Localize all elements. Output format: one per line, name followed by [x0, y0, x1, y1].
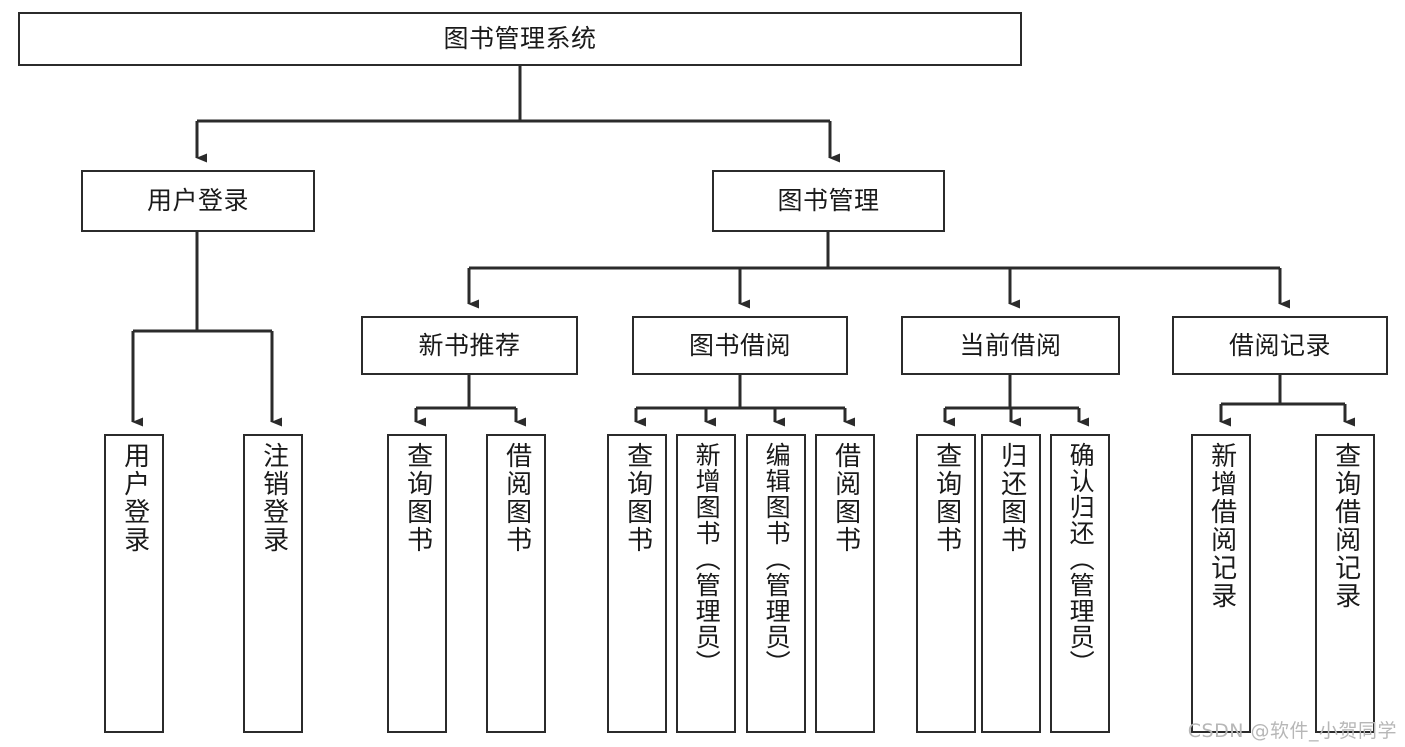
leaf-add-borrow-record[interactable]: 新增借阅记录 [1191, 434, 1251, 733]
node-book-manage[interactable]: 图书管理 [712, 170, 945, 232]
leaf-edit-book-admin-label: 编辑图书（管理员） [762, 442, 792, 676]
leaf-user-logout[interactable]: 注销登录 [243, 434, 303, 733]
node-root-system[interactable]: 图书管理系统 [18, 12, 1022, 66]
leaf-confirm-return-admin[interactable]: 确认归还（管理员） [1050, 434, 1110, 733]
node-user-login-label: 用户登录 [146, 186, 249, 215]
node-user-login[interactable]: 用户登录 [81, 170, 315, 232]
leaf-user-login-label: 用户登录 [119, 442, 150, 554]
leaf-query-book[interactable]: 查询图书 [607, 434, 667, 733]
node-root-label: 图书管理系统 [443, 24, 597, 53]
node-current-borrow[interactable]: 当前借阅 [901, 316, 1120, 375]
leaf-add-book-admin-label: 新增图书（管理员） [692, 442, 722, 676]
leaf-borrow-book-recommend[interactable]: 借阅图书 [486, 434, 546, 733]
leaf-query-book-label: 查询图书 [622, 442, 653, 554]
leaf-query-book-current[interactable]: 查询图书 [916, 434, 976, 733]
leaf-borrow-book[interactable]: 借阅图书 [815, 434, 875, 733]
leaf-return-book[interactable]: 归还图书 [981, 434, 1041, 733]
leaf-query-book-recommend-label: 查询图书 [402, 442, 433, 554]
leaf-user-logout-label: 注销登录 [258, 442, 289, 554]
node-book-borrow[interactable]: 图书借阅 [632, 316, 848, 375]
leaf-add-borrow-record-label: 新增借阅记录 [1206, 442, 1237, 610]
node-book-manage-label: 图书管理 [777, 186, 880, 215]
leaf-query-book-current-label: 查询图书 [931, 442, 962, 554]
node-new-book-recommend[interactable]: 新书推荐 [361, 316, 578, 375]
leaf-query-book-recommend[interactable]: 查询图书 [387, 434, 447, 733]
leaf-borrow-book-recommend-label: 借阅图书 [501, 442, 532, 554]
node-book-borrow-label: 图书借阅 [688, 330, 791, 360]
leaf-edit-book-admin[interactable]: 编辑图书（管理员） [746, 434, 806, 733]
csdn-watermark: CSDN @软件_小贺同学 [1187, 720, 1397, 742]
leaf-query-borrow-record-label: 查询借阅记录 [1330, 442, 1361, 610]
node-new-book-recommend-label: 新书推荐 [418, 330, 521, 360]
leaf-user-login[interactable]: 用户登录 [104, 434, 164, 733]
leaf-add-book-admin[interactable]: 新增图书（管理员） [676, 434, 736, 733]
leaf-query-borrow-record[interactable]: 查询借阅记录 [1315, 434, 1375, 733]
node-current-borrow-label: 当前借阅 [959, 330, 1062, 360]
node-borrow-record[interactable]: 借阅记录 [1172, 316, 1388, 375]
node-borrow-record-label: 借阅记录 [1228, 330, 1331, 360]
leaf-return-book-label: 归还图书 [996, 442, 1027, 554]
leaf-confirm-return-admin-label: 确认归还（管理员） [1066, 442, 1096, 676]
leaf-borrow-book-label: 借阅图书 [830, 442, 861, 554]
